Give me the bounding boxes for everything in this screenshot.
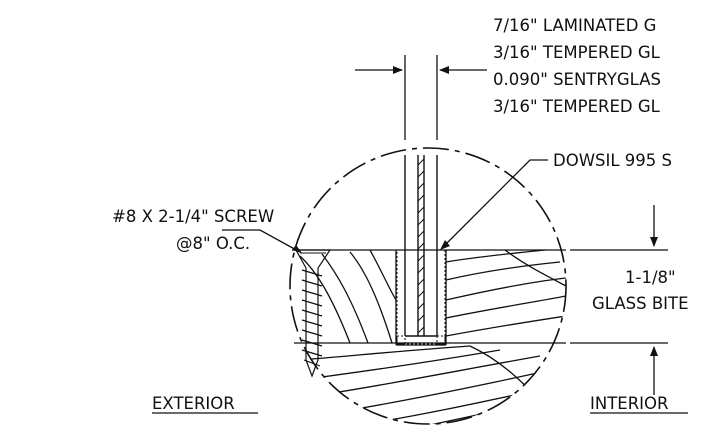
bite-value: 1-1/8" <box>625 268 676 287</box>
screw <box>294 249 332 378</box>
screw-leader-arrow <box>292 245 302 253</box>
glass-pocket <box>395 250 447 346</box>
wood-member-edges <box>292 249 668 344</box>
exterior-label: EXTERIOR <box>152 394 235 413</box>
glass-spec-line-2: 3/16" TEMPERED GL <box>493 43 661 62</box>
sealant-leader-arrow <box>440 240 450 250</box>
glass-spec-line-4: 3/16" TEMPERED GL <box>493 97 661 116</box>
detail-circle <box>289 147 567 425</box>
screw-label: #8 X 2-1/4" SCREW <box>112 207 274 226</box>
bite-label: GLASS BITE <box>592 294 689 313</box>
glass-panel <box>404 155 438 337</box>
screw-spacing-label: @8" O.C. <box>176 234 250 253</box>
interior-label: INTERIOR <box>590 394 669 413</box>
glass-spec-line-3: 0.090" SENTRYGLAS <box>493 70 661 89</box>
leader-lines <box>222 159 548 253</box>
glass-interlayer-hatch <box>417 158 425 334</box>
glass-spec-line-1: 7/16" LAMINATED G <box>493 16 656 35</box>
wood-grain <box>299 249 566 424</box>
sealant-label: DOWSIL 995 S <box>553 151 672 170</box>
glass-thickness-dimension <box>355 55 487 140</box>
